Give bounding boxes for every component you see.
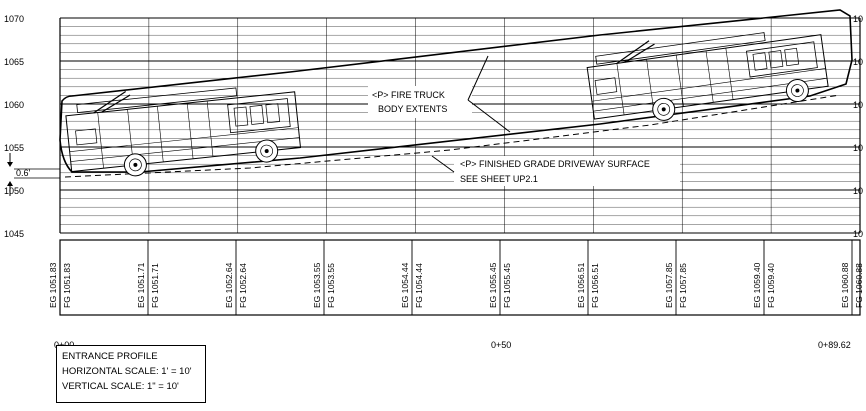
elevation-label-right-1: 10 [853,14,863,24]
elevation-label-right-2: 10 [853,57,863,67]
finished-grade-callout-line-1: <P> FINISHED GRADE DRIVEWAY SURFACE [460,159,650,169]
elevation-label-right-6: 10 [853,229,863,239]
eg-value-label: EG 1051.83 [48,262,58,308]
clearance-label: 0.6' [16,168,31,178]
fire-truck-callout-line-2: BODY EXTENTS [378,104,447,114]
elevation-label-right-5: 10 [853,186,863,196]
eg-value-label: EG 1057.85 [664,262,674,308]
eg-value-label: EG 1053.55 [312,262,322,308]
fg-value-label: FG 1055.45 [502,263,512,308]
fg-value-label: FG 1053.55 [326,263,336,308]
elevation-label-right-3: 10 [853,100,863,110]
fg-value-label: FG 1052.64 [238,263,248,308]
fire-truck-left [65,87,302,177]
station-mid: 0+50 [491,340,511,350]
finished-grade-callout: <P> FINISHED GRADE DRIVEWAY SURFACE SEE … [431,155,680,186]
elevation-label-1050: 1050 [4,186,24,196]
station-end: 0+89.62 [818,340,851,350]
eg-value-label: EG 1052.64 [224,262,234,308]
fg-value-label: FG 1057.85 [678,263,688,308]
elevation-label-1060: 1060 [4,100,24,110]
finished-grade-callout-line-2: SEE SHEET UP2.1 [460,174,538,184]
fg-value-label: FG 1056.51 [590,263,600,308]
vertical-scale: VERTICAL SCALE: 1" = 10' [62,381,179,392]
fire-truck-callout: <P> FIRE TRUCK BODY EXTENTS [368,55,511,133]
fg-value-label: FG 1059.40 [766,263,776,308]
eg-value-label: EG 1059.40 [752,262,762,308]
elevation-label-1065: 1065 [4,57,24,67]
elevation-axis-right: 10 10 10 10 10 10 [853,14,863,239]
horizontal-scale: HORIZONTAL SCALE: 1' = 10' [62,366,192,377]
fg-value-label: FG 1054.44 [414,263,424,308]
fg-value-label: FG 1060.88 [854,263,864,308]
eg-value-label: EG 1060.88 [840,262,850,308]
elevation-label-right-4: 10 [853,143,863,153]
finished-grade-line [64,94,841,178]
elevation-label-1045: 1045 [4,229,24,239]
eg-value-label: EG 1051.71 [136,262,146,308]
elevation-label-1070: 1070 [4,14,24,24]
eg-value-label: EG 1054.44 [400,262,410,308]
fire-truck-body-extents [59,9,853,173]
grade-data-band: EG 1051.83 FG 1051.83 EG 1051.71 FG 1051.71… [48,239,864,316]
profile-grid [59,17,861,234]
title-block: ENTRANCE PROFILE HORIZONTAL SCALE: 1' = … [56,345,206,403]
fire-truck-right [586,32,829,121]
eg-value-label: EG 1056.51 [576,262,586,308]
fg-value-label: FG 1051.71 [150,263,160,308]
clearance-dimension: 0.6' [7,153,60,196]
fire-truck-callout-line-1: <P> FIRE TRUCK [372,90,445,100]
profile-title: ENTRANCE PROFILE [62,351,158,362]
elevation-axis-left: 1070 1065 1060 1055 1050 1045 [4,14,24,239]
eg-value-label: EG 1055.45 [488,262,498,308]
fg-value-label: FG 1051.83 [62,263,72,308]
elevation-label-1055: 1055 [4,143,24,153]
